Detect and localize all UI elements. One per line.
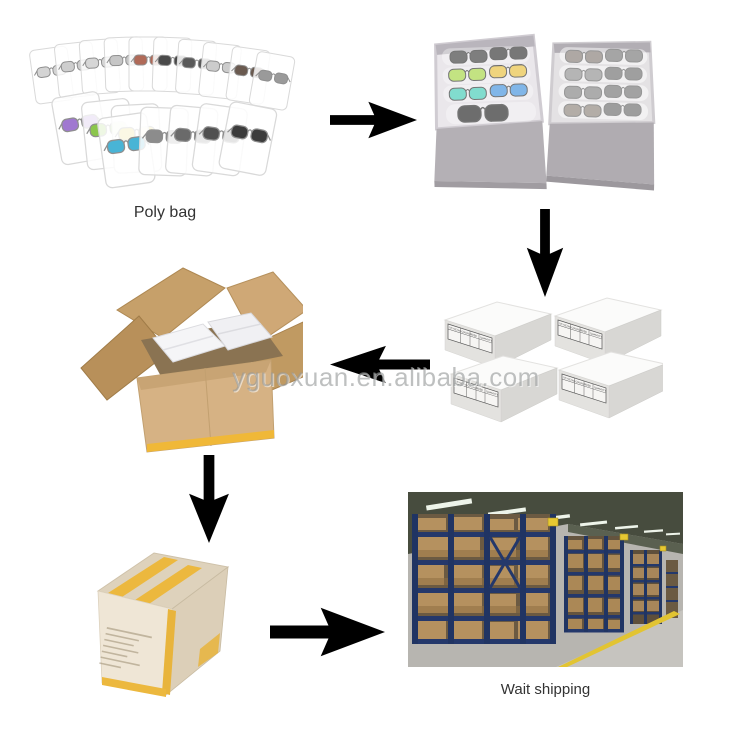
warehouse-rack-middle [564, 536, 624, 633]
polybag-photo [25, 33, 305, 203]
sealed-carton-bottom-tape [102, 677, 166, 697]
inner-box-bottom-right [558, 351, 663, 419]
open-box-right [546, 40, 656, 191]
wait-shipping-caption: Wait shipping [500, 681, 591, 698]
inner-boxes-photo: STYLE NO COLOUR SIZE QUANTITY [443, 296, 663, 428]
warehouse-photo [408, 492, 683, 667]
arrow-down-1 [524, 209, 566, 297]
inner-box-bottom-left [450, 355, 558, 423]
warehouse-rack-far [630, 550, 678, 624]
arrow-left-1 [330, 343, 430, 386]
warehouse-floor-line [558, 611, 680, 667]
arrow-right-2 [270, 604, 385, 660]
sealed-carton-top-tape-2 [132, 565, 202, 606]
open-boxes-photo [430, 33, 660, 198]
arrow-down-2 [186, 455, 232, 543]
sealed-carton-side-tape [198, 633, 220, 667]
warehouse-rack-left [412, 514, 556, 644]
open-box-left [434, 33, 547, 190]
carton-bottom-tape [147, 430, 274, 452]
carton-interior [141, 312, 283, 380]
sealed-carton-top-tape-1 [108, 557, 178, 597]
arrow-right-1 [330, 99, 417, 141]
polybag-caption: Poly bag [133, 204, 197, 221]
sealed-carton-print-lines [99, 627, 152, 669]
warehouse-signs [547, 517, 667, 552]
master-carton-photo [75, 260, 303, 456]
carton-front-inner-edge [137, 360, 271, 390]
polybag-front-row [50, 90, 279, 190]
sealed-carton-corner-tape [162, 609, 176, 695]
sealed-carton-photo [92, 545, 232, 697]
